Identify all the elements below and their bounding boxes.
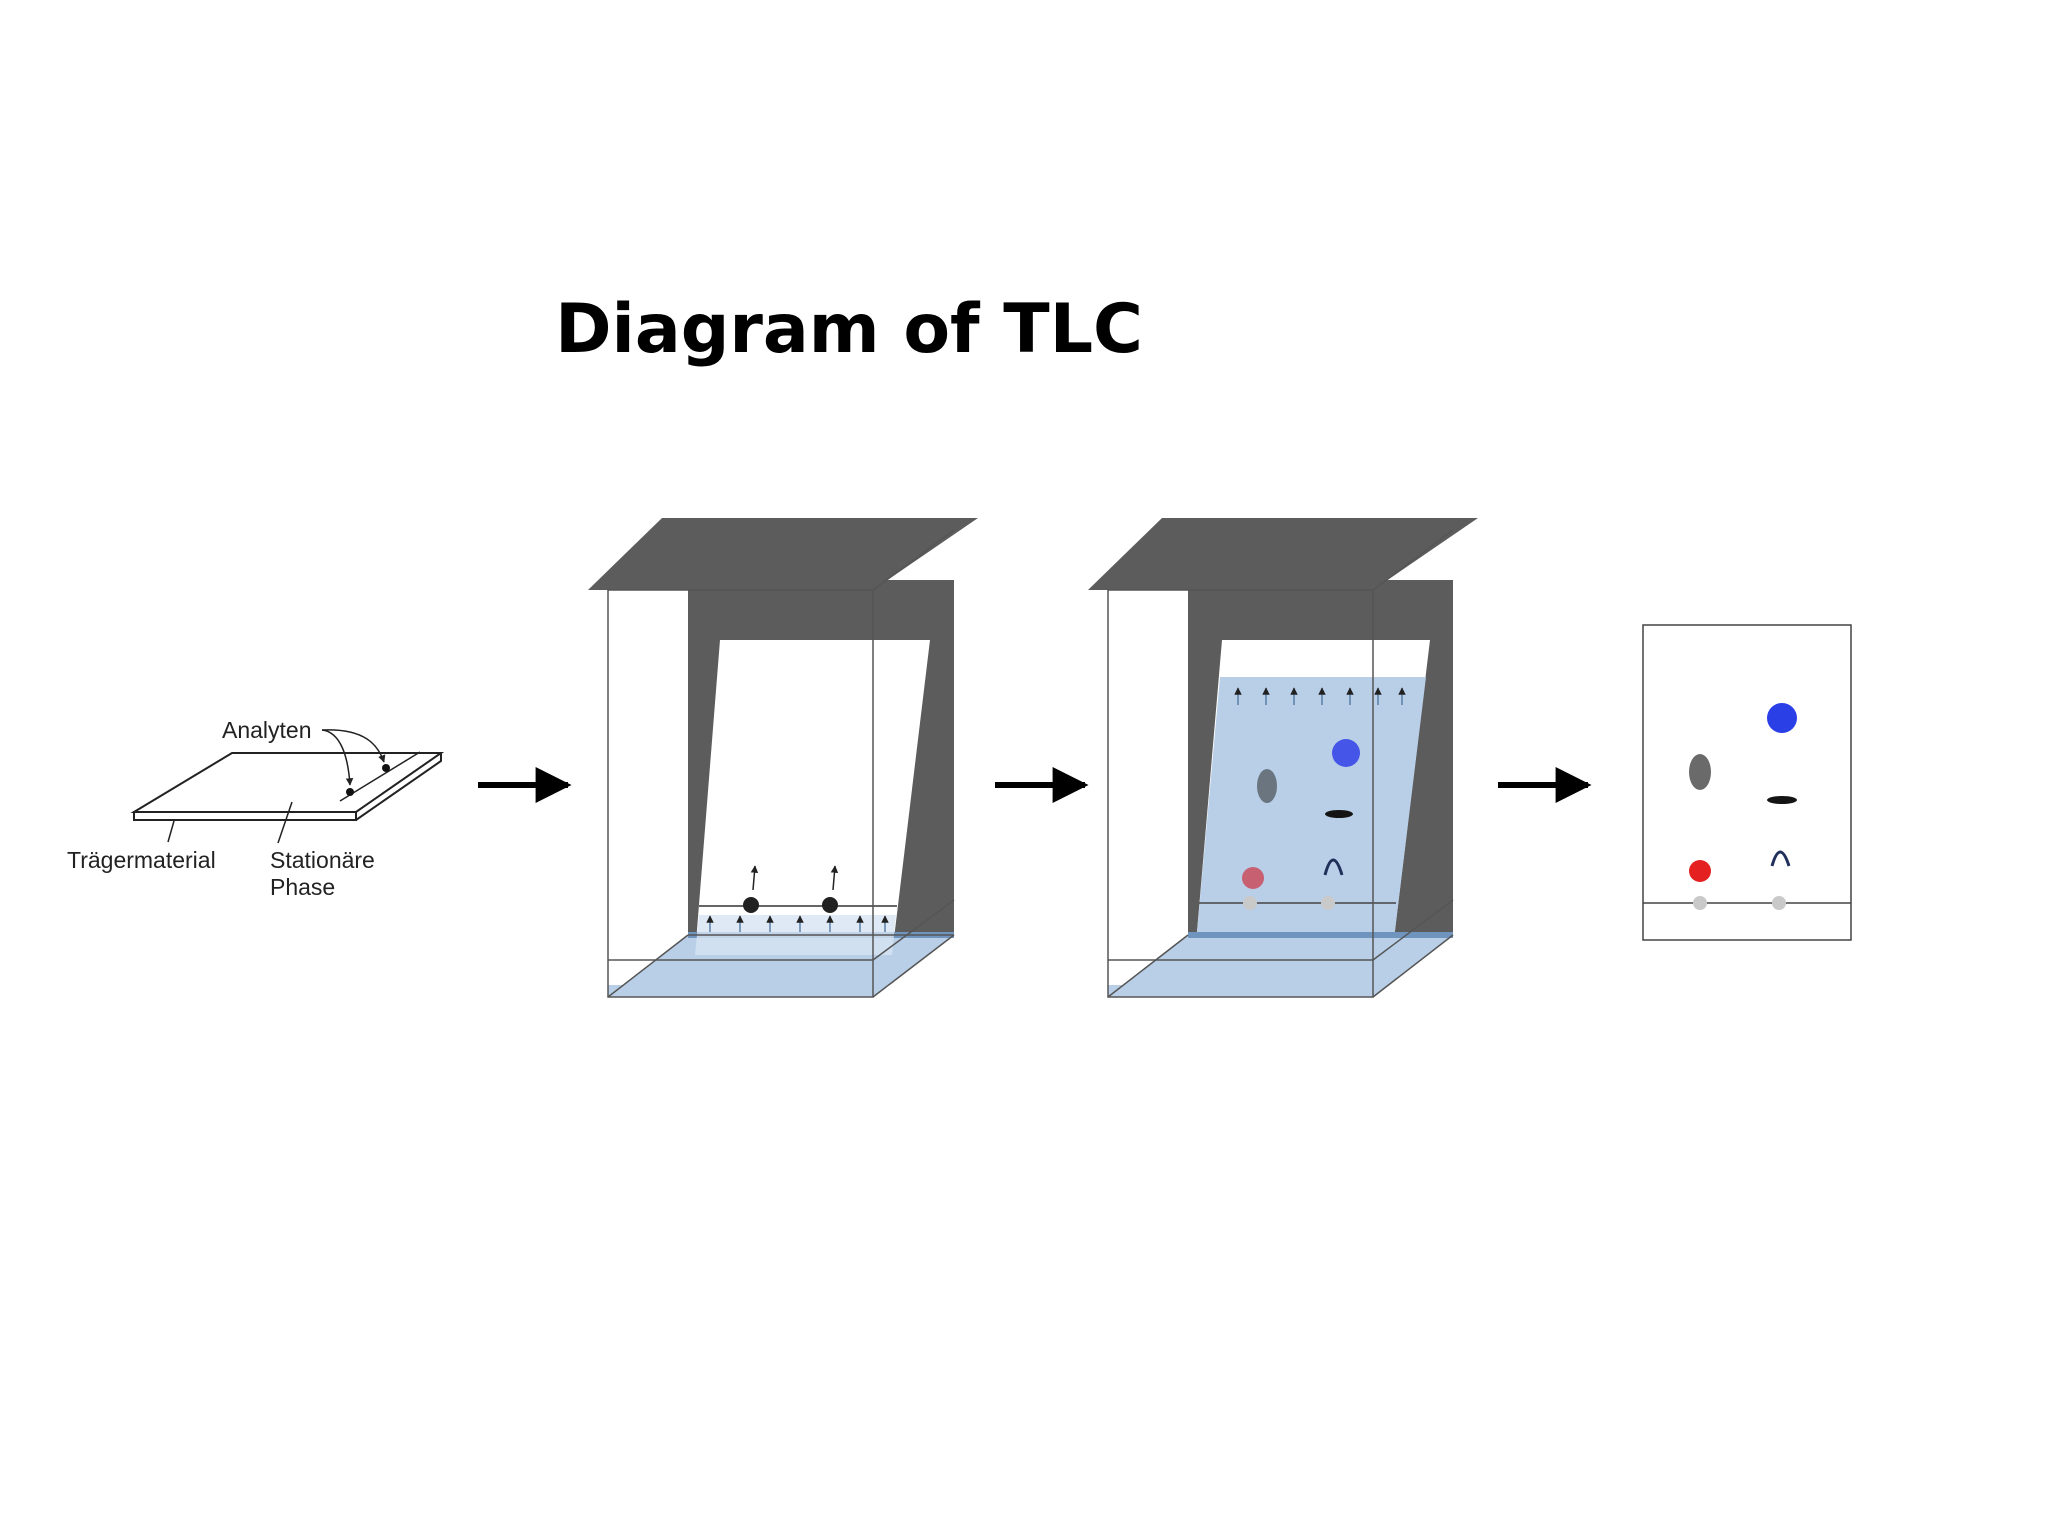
- chamber-lid: [588, 518, 978, 590]
- spot-gray: [1257, 769, 1277, 803]
- spot-red: [1689, 860, 1711, 882]
- analyte-spot: [346, 788, 354, 796]
- spot-gray: [1689, 754, 1711, 790]
- sample-spot: [822, 897, 838, 913]
- plate-body: [130, 752, 445, 813]
- spot-black: [1325, 810, 1353, 818]
- origin-spot: [1772, 896, 1786, 910]
- analyte-spot: [382, 764, 390, 772]
- slide-title: Diagram of TLC: [555, 290, 1143, 369]
- sample-spot: [743, 897, 759, 913]
- label-analytes: Analyten: [222, 717, 312, 743]
- tlc-plate: [695, 640, 930, 955]
- solvent: [1108, 935, 1453, 997]
- spot-black: [1767, 796, 1797, 804]
- origin-spot: [1243, 896, 1257, 910]
- label-stationary-1: Stationäre: [270, 847, 375, 873]
- plate-illustration: Analyten Trägermaterial Stationäre Phase: [67, 717, 445, 900]
- spot-red: [1242, 867, 1264, 889]
- plate-edge: [133, 811, 357, 821]
- spot-blue: [1767, 703, 1797, 733]
- chamber-developed: [1088, 518, 1478, 998]
- solvent-front: [1195, 677, 1426, 955]
- label-stationary-2: Phase: [270, 874, 335, 900]
- chamber-start: [588, 518, 978, 998]
- chamber-lid: [1088, 518, 1478, 590]
- spot-blue: [1332, 739, 1360, 767]
- developed-plate: [1642, 624, 1852, 941]
- label-support: Trägermaterial: [67, 847, 216, 873]
- origin-spot: [1693, 896, 1707, 910]
- origin-spot: [1321, 896, 1335, 910]
- spot-arc: [1323, 858, 1344, 876]
- result-plate: [1642, 624, 1852, 941]
- spot-arc: [1770, 850, 1791, 867]
